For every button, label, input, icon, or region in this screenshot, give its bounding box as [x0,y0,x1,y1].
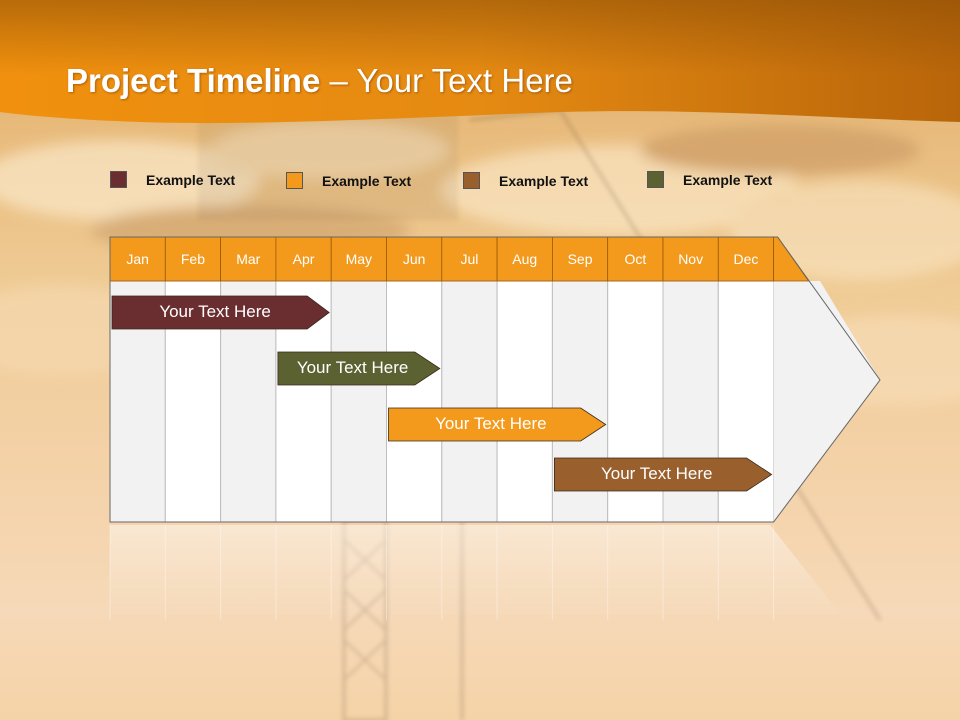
month-label-sep: Sep [567,251,593,267]
legend-label: Example Text [146,172,236,188]
timeline-reflection [109,525,845,620]
legend-label: Example Text [683,172,773,188]
task-label: Your Text Here [159,302,271,321]
legend-swatch [110,171,127,188]
title-bold: Project Timeline [66,62,321,99]
month-label-mar: Mar [236,251,261,267]
month-label-jul: Jul [460,251,479,267]
month-label-may: May [345,251,373,267]
task-label: Your Text Here [435,414,547,433]
month-label-dec: Dec [733,251,759,267]
month-header-cell [220,236,277,282]
month-column [441,280,498,523]
task-label: Your Text Here [296,358,409,377]
month-label-feb: Feb [180,251,205,267]
page-title: Project Timeline – Your Text Here [66,62,573,100]
legend-label: Example Text [322,173,412,189]
month-label-jan: Jan [126,251,149,267]
month-header-cell [552,236,609,282]
title-rest: – Your Text Here [320,62,573,99]
month-label-aug: Aug [512,251,538,267]
task-bar [111,295,330,330]
month-column [386,280,443,523]
task-bar [388,407,607,442]
arrow-body [773,281,880,522]
task-bars [111,295,773,492]
month-header-cell [330,236,387,282]
month-label-jun: Jun [402,251,426,267]
month-header-row [109,236,810,282]
legend-label: Example Text [499,173,589,189]
month-label-oct: Oct [624,251,647,267]
timeline-arrow [109,236,881,523]
task-bar [277,351,441,386]
month-header-cell [662,236,719,282]
month-column [330,280,388,523]
legend-swatch [463,172,480,189]
legend-swatch [286,172,303,189]
month-header-cell [441,236,498,282]
month-label-apr: Apr [292,251,315,267]
arrow-header-cap [773,236,810,282]
month-label-nov: Nov [678,251,704,267]
legend-swatch [647,171,664,188]
month-column [496,280,553,523]
month-header-cell [717,236,774,282]
task-label: Your Text Here [600,464,713,483]
header-band [0,0,960,124]
task-bar [554,457,773,492]
